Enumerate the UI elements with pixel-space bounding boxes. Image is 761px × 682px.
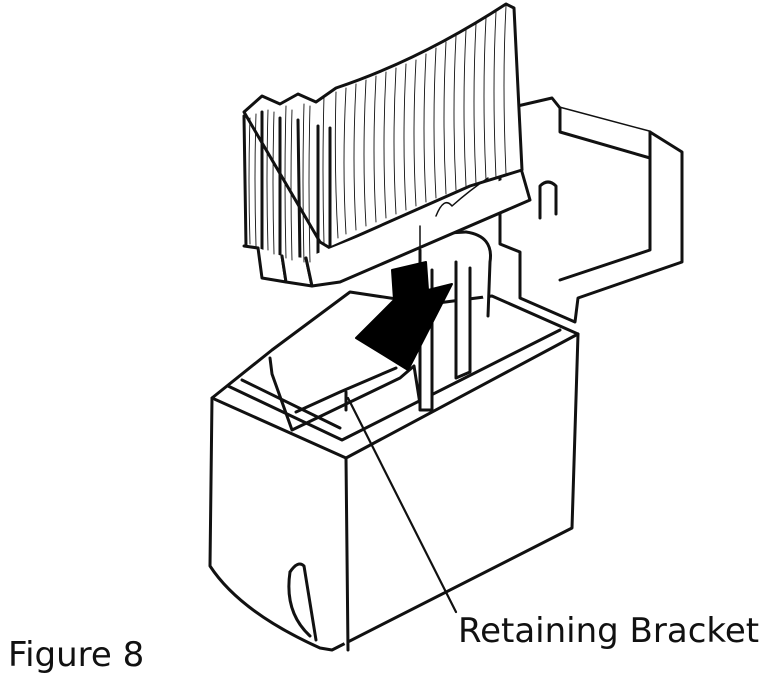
retaining-bracket[interactable]: [268, 356, 422, 432]
callout-leader-line: [346, 396, 458, 614]
cartridge-tag: [435, 177, 489, 217]
retaining-bracket-label: Retaining Bracket: [458, 611, 760, 651]
filter-pleats: [248, 5, 507, 263]
insert-arrow: [355, 261, 453, 371]
figure-caption: Figure 8: [8, 635, 145, 675]
rear-lid: [498, 96, 684, 324]
filter-cartridge: [242, 2, 532, 288]
container-box: [208, 290, 580, 652]
